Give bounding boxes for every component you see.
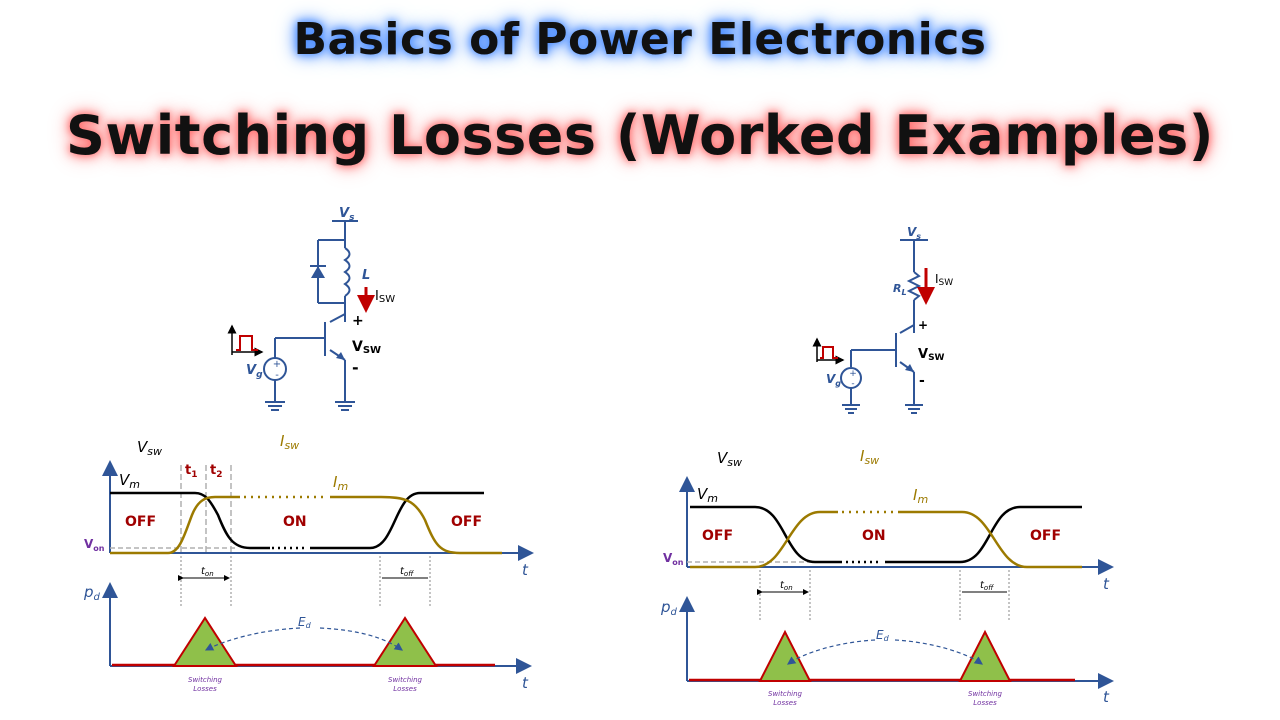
- minus-label: -: [919, 373, 925, 389]
- toff-span: [379, 556, 431, 606]
- vsw-waveform: [690, 505, 1082, 564]
- vg-plus: +: [849, 369, 857, 379]
- vs-label: Vs: [339, 206, 355, 223]
- inductor-label: L: [362, 268, 370, 283]
- vm-label: Vm: [119, 471, 140, 491]
- off-state-label-1: OFF: [702, 528, 733, 544]
- toff-span: [959, 570, 1010, 620]
- plus-label: +: [352, 313, 364, 329]
- inductor-coil: [343, 247, 351, 297]
- ton-span: [757, 570, 811, 620]
- ed-label: Ed: [876, 628, 890, 643]
- right-power-axes: [679, 596, 1114, 689]
- im-label: Im: [913, 486, 928, 506]
- isw-label: ISW: [935, 272, 953, 288]
- ton-label: ton: [780, 580, 793, 592]
- vm-label: Vm: [697, 485, 718, 505]
- isw-axis-label: Isw: [280, 432, 299, 452]
- turn-on-loss-triangle: [172, 616, 238, 667]
- emitter-arrow: [905, 364, 914, 372]
- resistor-rl: [906, 271, 922, 301]
- toff-label: toff: [980, 580, 994, 592]
- turn-off-loss-triangle: [372, 616, 438, 667]
- right-waveform-axes: [679, 476, 1114, 575]
- ed-arrow-right: [319, 627, 403, 651]
- vsw-label: VSW: [918, 347, 945, 363]
- on-state-label: ON: [862, 528, 886, 544]
- ed-label: Ed: [298, 615, 312, 630]
- von-label: Von: [84, 537, 105, 553]
- ed-arrow-left: [787, 639, 876, 665]
- turn-off-loss-triangle: [958, 629, 1012, 682]
- isw-waveform: [690, 510, 1082, 569]
- ton-span: [178, 556, 232, 606]
- turn-on-loss-triangle: [758, 629, 812, 682]
- im-label: Im: [333, 473, 348, 493]
- on-state-label: ON: [283, 514, 307, 530]
- page-title: Basics of Power Electronics: [293, 14, 987, 65]
- t-axis-label: t: [522, 674, 529, 692]
- t-axis-label: t: [1103, 688, 1110, 706]
- left-power-axes: [102, 582, 532, 674]
- vg-minus: -: [275, 370, 279, 381]
- t1-label: t1: [185, 463, 197, 480]
- diode-symbol: [311, 266, 325, 278]
- vsw-waveform: [110, 491, 484, 550]
- off-state-label-1: OFF: [125, 514, 156, 530]
- vsw-axis-label: Vsw: [717, 449, 742, 469]
- vg-minus: -: [851, 379, 854, 389]
- ed-arrow-right: [894, 639, 983, 665]
- minus-label: -: [352, 358, 359, 377]
- pd-label: pd: [83, 583, 101, 603]
- gate-pulse-icon: [812, 337, 845, 365]
- vg-label: Vg: [246, 363, 263, 380]
- toff-label: toff: [400, 566, 414, 578]
- left-waveform-axes: [102, 460, 534, 561]
- isw-waveform: [110, 495, 502, 555]
- pd-label: pd: [660, 598, 678, 618]
- off-state-label-2: OFF: [451, 514, 482, 530]
- t-axis-label: t: [1103, 575, 1110, 593]
- vg-label: Vg: [826, 372, 841, 388]
- vsw-label: VSW: [352, 339, 381, 356]
- t-axis-label: t: [522, 561, 529, 579]
- vs-label: Vs: [907, 225, 921, 241]
- vsw-axis-label: Vsw: [137, 438, 162, 458]
- t2-label: t2: [210, 463, 222, 480]
- plus-label: +: [918, 318, 928, 332]
- emitter-arrow: [336, 352, 345, 360]
- vg-plus: +: [273, 359, 281, 370]
- isw-label: ISW: [375, 289, 395, 305]
- rl-label: RL: [893, 282, 907, 297]
- ton-label: ton: [201, 566, 214, 578]
- von-label: Von: [663, 551, 684, 567]
- isw-axis-label: Isw: [860, 447, 879, 467]
- gate-pulse-icon: [227, 324, 264, 357]
- page-subtitle: Switching Losses (Worked Examples): [66, 104, 1214, 167]
- off-state-label-2: OFF: [1030, 528, 1061, 544]
- left-circuit: [263, 220, 358, 411]
